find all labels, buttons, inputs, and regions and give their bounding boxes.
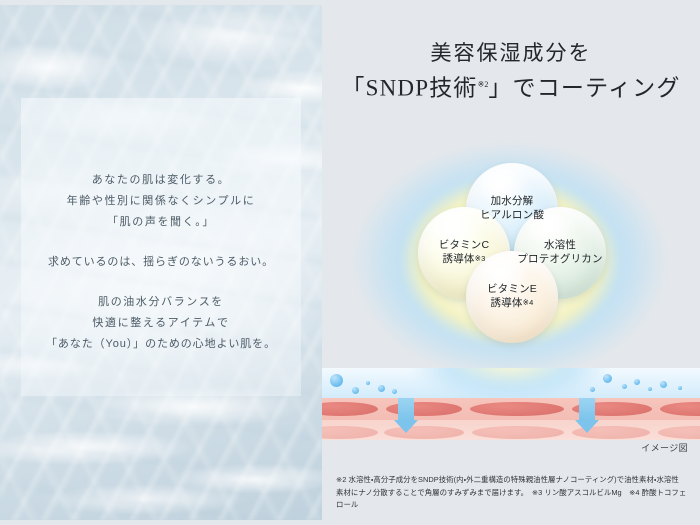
bubble-right-text: 水溶性 プロテオグリカン — [517, 238, 602, 268]
copy-line-2: 年齢や性別に関係なくシンプルに — [66, 195, 256, 207]
arrow-head — [575, 420, 599, 433]
water-droplet — [603, 374, 612, 383]
skin-upper-dermis-layer — [322, 398, 700, 420]
bubble-bottom-footnote-marker: ※4 — [522, 298, 534, 307]
frosted-overlay-card — [21, 98, 301, 396]
bubble-bottom-line-2-wrap: 誘導体※4 — [487, 296, 537, 310]
right-info-panel: 美容保湿成分を 「SNDP技術※2」でコーティング 加水分解 ヒアルロン酸 ビタ… — [322, 0, 700, 525]
water-droplet — [378, 385, 385, 392]
water-droplet — [660, 381, 667, 388]
skin-cell — [470, 402, 564, 416]
skin-cell — [322, 426, 378, 439]
bubble-right-line-1: 水溶性 — [543, 239, 577, 251]
headline-line-1: 美容保湿成分を — [430, 41, 592, 65]
skin-cell — [658, 426, 700, 439]
bubble-vitamin-e-derivative: ビタミンE 誘導体※4 — [466, 251, 558, 343]
water-droplet — [678, 386, 682, 390]
bubble-left-text: ビタミンC 誘導体※3 — [439, 238, 490, 268]
water-droplet — [590, 387, 595, 392]
bubble-bottom-text: ビタミンE 誘導体※4 — [487, 282, 537, 312]
copy-spacer-2 — [0, 273, 322, 292]
footnote-line-1: ※2 水溶性・高分子成分をSNDP技術(内・外二重構造の特殊親油性層ナノコーティ… — [336, 475, 679, 484]
copy-line-3: 「肌の声を聞く。」 — [107, 216, 215, 228]
skin-cell — [322, 402, 378, 416]
image-caption-label: イメージ図 — [641, 443, 688, 453]
copy-line-1: あなたの肌は変化する。 — [91, 174, 231, 186]
water-droplet — [634, 379, 640, 385]
bubble-top-line-1: 加水分解 — [490, 195, 534, 207]
copy-line-5: 肌の油水分バランスを — [98, 296, 224, 308]
ingredient-bubble-diagram: 加水分解 ヒアルロン酸 ビタミンC 誘導体※3 水溶性 プロテオグリカン ビタミ… — [322, 141, 700, 391]
bubble-left-line-1: ビタミンC — [438, 239, 490, 251]
headline-line-2: 「SNDP技術※2」でコーティング — [322, 68, 700, 106]
water-droplet — [352, 387, 359, 394]
arrow-shaft — [579, 398, 595, 420]
bubble-bottom-line-2: 誘導体 — [490, 297, 523, 309]
bubble-right-line-2: プロテオグリカン — [517, 253, 603, 265]
headline-footnote-marker: ※2 — [477, 80, 489, 89]
penetration-arrow — [575, 398, 599, 433]
water-droplet — [392, 389, 397, 394]
left-copy-block: あなたの肌は変化する。 年齢や性別に関係なくシンプルに 「肌の声を聞く。」 求め… — [0, 170, 322, 355]
water-droplet — [366, 381, 370, 385]
headline: 美容保湿成分を 「SNDP技術※2」でコーティング — [322, 38, 700, 106]
arrow-shaft — [398, 398, 414, 420]
bubble-left-footnote-marker: ※3 — [474, 254, 486, 263]
bubble-top-text: 加水分解 ヒアルロン酸 — [480, 194, 544, 224]
bubble-left-line-2-wrap: 誘導体※3 — [439, 252, 490, 266]
water-droplet — [330, 374, 343, 387]
skin-cross-section-illustration — [322, 368, 700, 440]
headline-line-2-part-b: 」でコーティング — [488, 75, 681, 101]
penetration-arrow — [394, 398, 418, 433]
headline-line-2-part-a: 「SNDP技術 — [341, 75, 478, 101]
skin-lower-dermis-layer — [322, 420, 700, 440]
copy-line-4: 求めているのは、揺らぎのないうるおい。 — [47, 256, 275, 268]
water-droplet — [622, 384, 627, 389]
arrow-head — [394, 420, 418, 433]
copy-spacer-1 — [0, 233, 322, 252]
water-droplet — [648, 387, 652, 391]
footnote-block: ※2 水溶性・高分子成分をSNDP技術(内・外二重構造の特殊親油性層ナノコーティ… — [336, 474, 692, 512]
copy-line-6: 快適に整えるアイテムで — [92, 317, 230, 329]
left-water-panel: あなたの肌は変化する。 年齢や性別に関係なくシンプルに 「肌の声を聞く。」 求め… — [0, 5, 322, 520]
bubble-left-line-2: 誘導体 — [442, 253, 475, 265]
copy-line-7: 「あなた（You）」のための心地よい肌を。 — [46, 338, 276, 350]
bubble-bottom-line-1: ビタミンE — [486, 283, 537, 295]
skin-cell — [472, 426, 564, 439]
skin-cell — [660, 402, 700, 416]
bubble-top-line-2: ヒアルロン酸 — [479, 209, 545, 221]
footnote-line-2: 素材にナノ分散することで角層のすみずみまで届けます。 ※3 リン酸アスコルビルM… — [336, 487, 687, 510]
